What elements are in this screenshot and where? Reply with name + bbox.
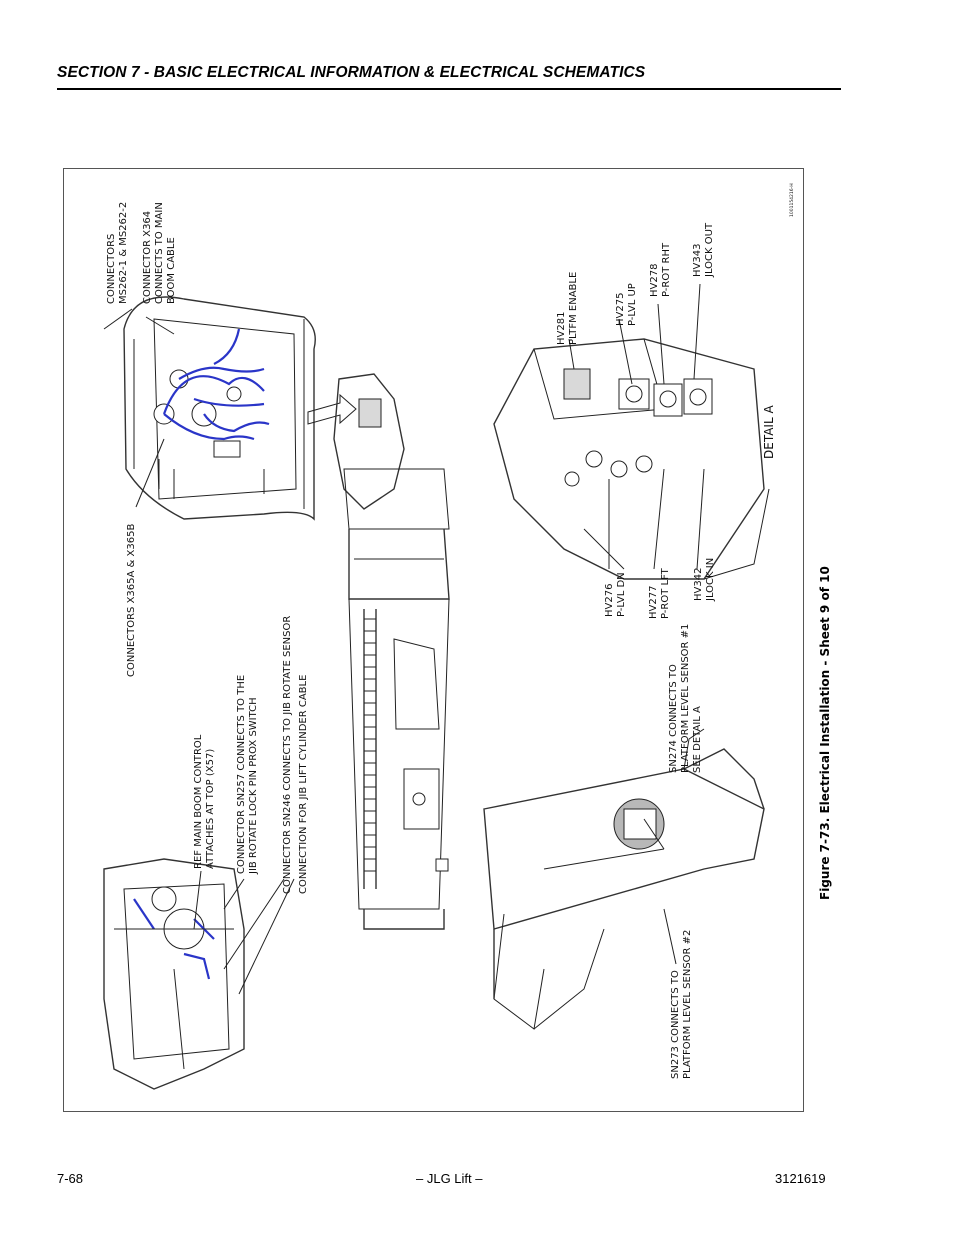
detail-arrow — [307, 393, 357, 425]
detail-a-label: DETAIL A — [762, 405, 776, 459]
callout-ref-main-boom: REF MAIN BOOM CONTROL ATTACHES AT TOP (X… — [193, 734, 216, 869]
callout-hv342: HV342 JLOCK IN — [693, 558, 716, 602]
svg-text:PLATFORM LEVEL SENSOR #2: PLATFORM LEVEL SENSOR #2 — [682, 930, 693, 1079]
leader-lines — [103, 283, 705, 995]
svg-text:HV275: HV275 — [615, 293, 626, 326]
figure-caption: Figure 7-73. Electrical Installation - S… — [818, 566, 832, 900]
svg-text:CONNECTS TO MAIN: CONNECTS TO MAIN — [154, 202, 165, 304]
svg-text:MS262-1 & MS262-2: MS262-1 & MS262-2 — [118, 202, 129, 304]
page-number: 7-68 — [57, 1171, 84, 1186]
callout-jib-lift-cable: CONNECTION FOR JIB LIFT CYLINDER CABLE — [298, 675, 309, 894]
electrical-installation-drawing: 1001154216-H — [103, 183, 795, 1090]
svg-text:BOOM CABLE: BOOM CABLE — [166, 237, 177, 304]
callout-hv281: HV281 PLTFM ENABLE — [556, 272, 579, 345]
document-number: 3121619 — [775, 1171, 826, 1186]
svg-text:CONNECTOR X364: CONNECTOR X364 — [142, 211, 153, 304]
callout-hv343: HV343 JLOCK OUT — [692, 222, 715, 278]
detail-a-valve-block — [493, 338, 770, 580]
callout-sn257: CONNECTOR SN257 CONNECTS TO THE JIB ROTA… — [236, 675, 259, 875]
callout-hv276: HV276 P-LVL DN — [604, 572, 627, 617]
callout-sn274: SN274 CONNECTS TO PLATFORM LEVEL SENSOR … — [668, 624, 703, 773]
platform-rotator-illustration — [483, 728, 765, 1030]
svg-text:P-LVL UP: P-LVL UP — [627, 283, 638, 326]
cable-chain — [363, 609, 377, 889]
figure-frame: 1001154216-H — [63, 168, 804, 1112]
svg-text:JLOCK OUT: JLOCK OUT — [704, 222, 715, 278]
section-title: SECTION 7 - BASIC ELECTRICAL INFORMATION… — [57, 64, 646, 81]
callout-connectors-x365: CONNECTORS X365A & X365B — [126, 524, 137, 677]
svg-text:P-ROT LFT: P-ROT LFT — [660, 567, 671, 619]
svg-text:CONNECTORS: CONNECTORS — [106, 234, 117, 304]
svg-text:HV343: HV343 — [692, 244, 703, 277]
svg-text:SEE DETAIL A: SEE DETAIL A — [692, 706, 703, 773]
svg-text:HV276: HV276 — [604, 584, 615, 617]
callout-hv278: HV278 P-ROT RHT — [649, 242, 672, 297]
footer-publisher: – JLG Lift – — [416, 1171, 483, 1186]
connector-panel-illustration — [123, 296, 316, 521]
svg-text:HV342: HV342 — [693, 568, 704, 601]
svg-text:P-LVL DN: P-LVL DN — [616, 572, 627, 617]
svg-text:CONNECTOR SN257 CONNECTS TO TH: CONNECTOR SN257 CONNECTS TO THE — [236, 675, 247, 874]
svg-text:JLOCK IN: JLOCK IN — [705, 558, 716, 602]
svg-text:P-ROT RHT: P-ROT RHT — [661, 242, 672, 297]
drawing-id: 1001154216-H — [789, 183, 795, 217]
jib-rotate-assembly — [103, 858, 245, 1090]
svg-text:PLTFM ENABLE: PLTFM ENABLE — [568, 272, 579, 345]
svg-text:REF MAIN BOOM CONTROL: REF MAIN BOOM CONTROL — [193, 734, 204, 869]
callout-hv275: HV275 P-LVL UP — [615, 283, 638, 326]
callout-sn246: CONNECTOR SN246 CONNECTS TO JIB ROTATE S… — [282, 616, 293, 894]
callout-connector-x364: CONNECTOR X364 CONNECTS TO MAIN BOOM CAB… — [142, 202, 177, 304]
svg-text:HV281: HV281 — [556, 312, 567, 345]
boom-illustration — [333, 373, 450, 930]
svg-text:SN273 CONNECTS TO: SN273 CONNECTS TO — [670, 970, 681, 1079]
callout-sn273: SN273 CONNECTS TO PLATFORM LEVEL SENSOR … — [670, 930, 693, 1079]
svg-text:HV278: HV278 — [649, 264, 660, 297]
header-rule — [57, 88, 841, 90]
svg-text:JIB ROTATE LOCK PIN PROX SWITC: JIB ROTATE LOCK PIN PROX SWITCH — [248, 697, 259, 875]
svg-text:HV277: HV277 — [648, 586, 659, 619]
svg-text:SN274 CONNECTS TO: SN274 CONNECTS TO — [668, 664, 679, 773]
svg-text:PLATFORM LEVEL SENSOR #1: PLATFORM LEVEL SENSOR #1 — [680, 624, 691, 773]
callout-hv277: HV277 P-ROT LFT — [648, 567, 671, 619]
callout-connectors-ms: CONNECTORS MS262-1 & MS262-2 — [106, 202, 129, 304]
svg-text:ATTACHES AT TOP (X57): ATTACHES AT TOP (X57) — [205, 749, 216, 869]
